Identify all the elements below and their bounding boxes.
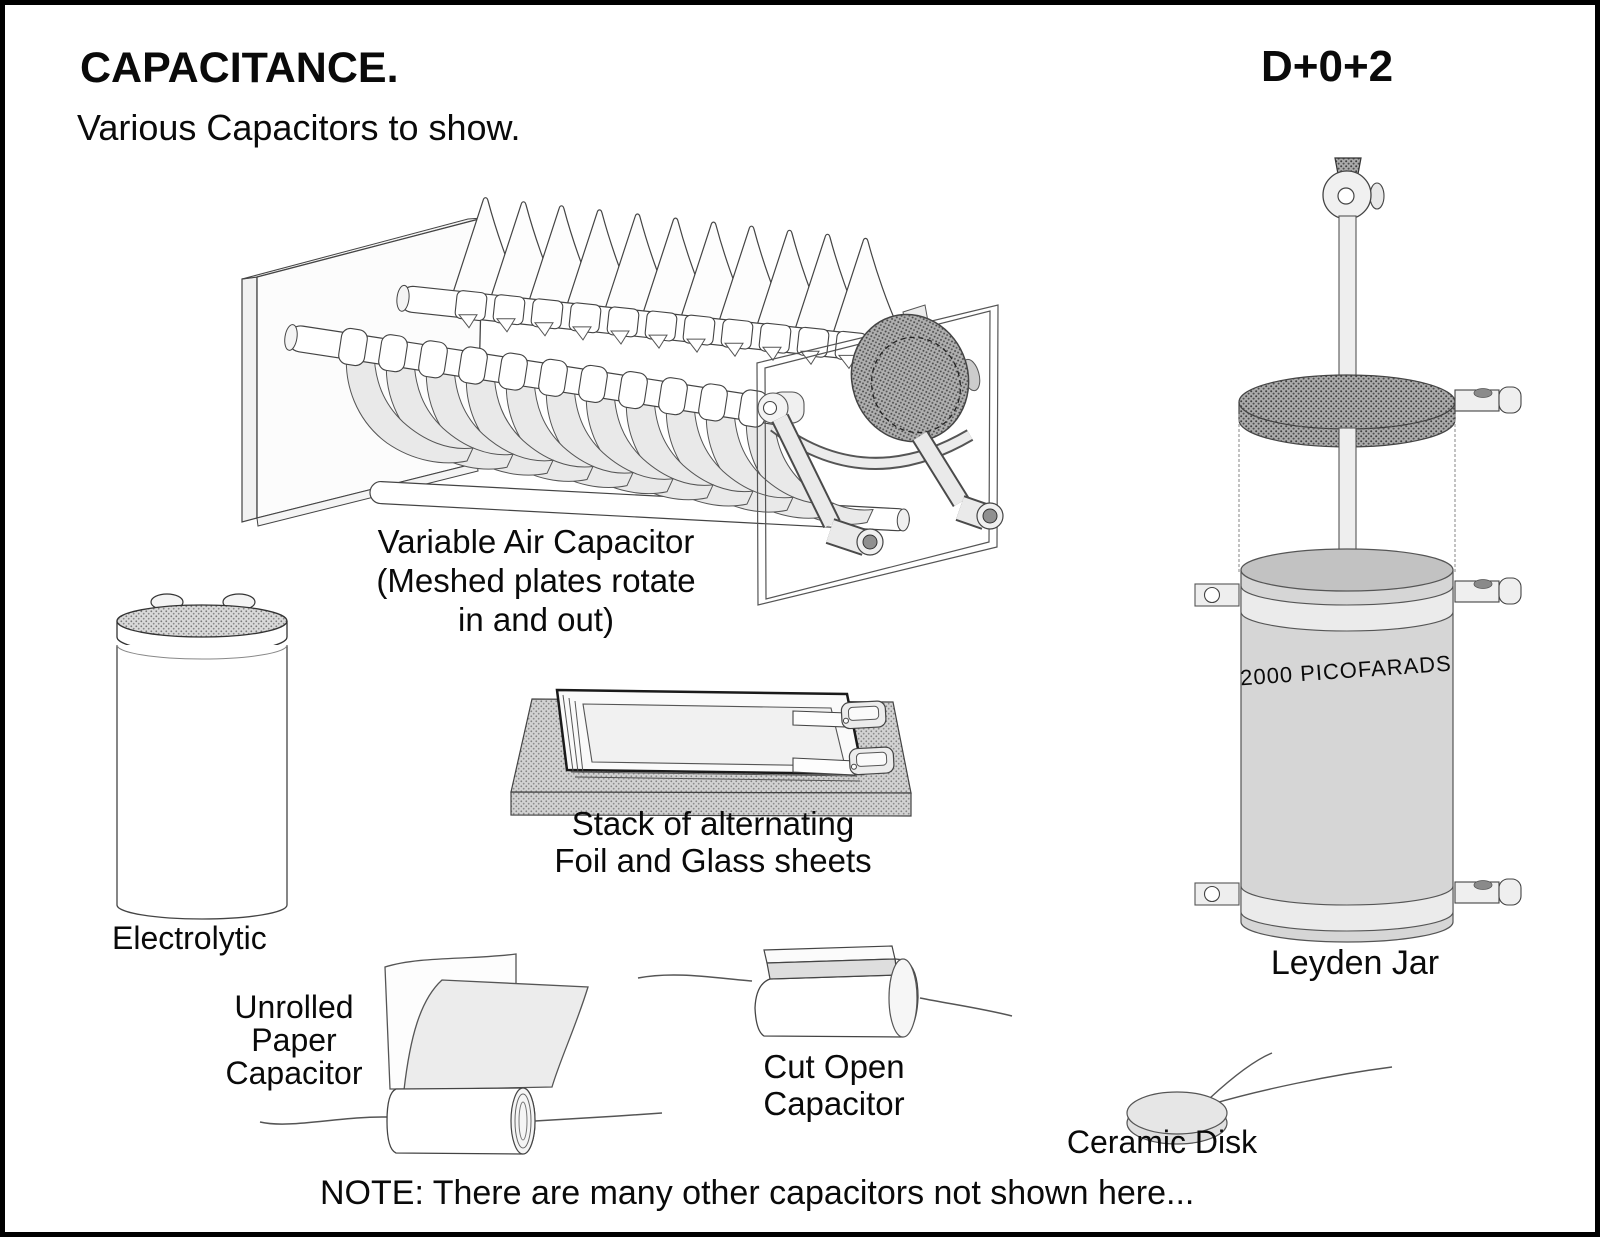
unrolled-paper-capacitor-figure [259,953,663,1155]
unrolled-paper-capacitor-label: Unrolled Paper Capacitor [225,989,363,1091]
band-lower [1194,878,1522,932]
lead-wire-left [637,974,753,982]
page-title: CAPACITANCE. [80,44,399,92]
demo-code: D+0+2 [1261,42,1394,91]
leyden-jar-label: Leyden Jar [1270,944,1440,982]
lead-wire-left [259,1116,389,1125]
ceramic-disk-figure [1126,1052,1393,1145]
mounting-legs [771,413,1004,556]
paper-roll [386,1087,536,1155]
disk [1126,1091,1228,1145]
lead-wire-right [919,997,1013,1017]
foil-tab-lower [792,746,895,776]
electrolytic-label: Electrolytic [112,920,267,956]
page-subtitle: Various Capacitors to show. [77,107,521,148]
foil-glass-stack-caption: Stack of alternating Foil and Glass shee… [554,805,872,879]
foil-glass-stack-figure [510,688,912,817]
shaft-hub [757,391,805,424]
support-rod [369,480,910,532]
foil-sheet-front [403,979,589,1091]
lead-wire-short [1209,1052,1273,1099]
band-upper [1194,577,1522,632]
cut-open-capacitor-figure [637,945,1013,1038]
lead-wire-right [534,1112,663,1122]
leyden-jar-figure [1194,157,1522,943]
inner-cylinder [1240,548,1454,943]
lead-wire-long [1211,1066,1393,1105]
sheet-layers [562,694,861,782]
foil-tab-upper [792,700,887,730]
note-text: NOTE: There are many other capacitors no… [320,1174,1195,1212]
ceramic-disk-label: Ceramic Disk [1066,1124,1258,1160]
cut-open-capacitor-label: Cut Open Capacitor [763,1048,905,1122]
cut-slope-face [766,958,898,980]
end-cap [888,958,918,1038]
binding-post-top [1454,386,1522,414]
side-knob [1369,182,1385,210]
glass-wall [1238,414,1456,572]
dial-disk [850,313,970,443]
variable-air-capacitor-caption: Variable Air Capacitor (Meshed plates ro… [376,523,696,638]
variable-air-capacitor-figure [241,197,1004,606]
electrolytic-capacitor-figure [116,593,288,920]
